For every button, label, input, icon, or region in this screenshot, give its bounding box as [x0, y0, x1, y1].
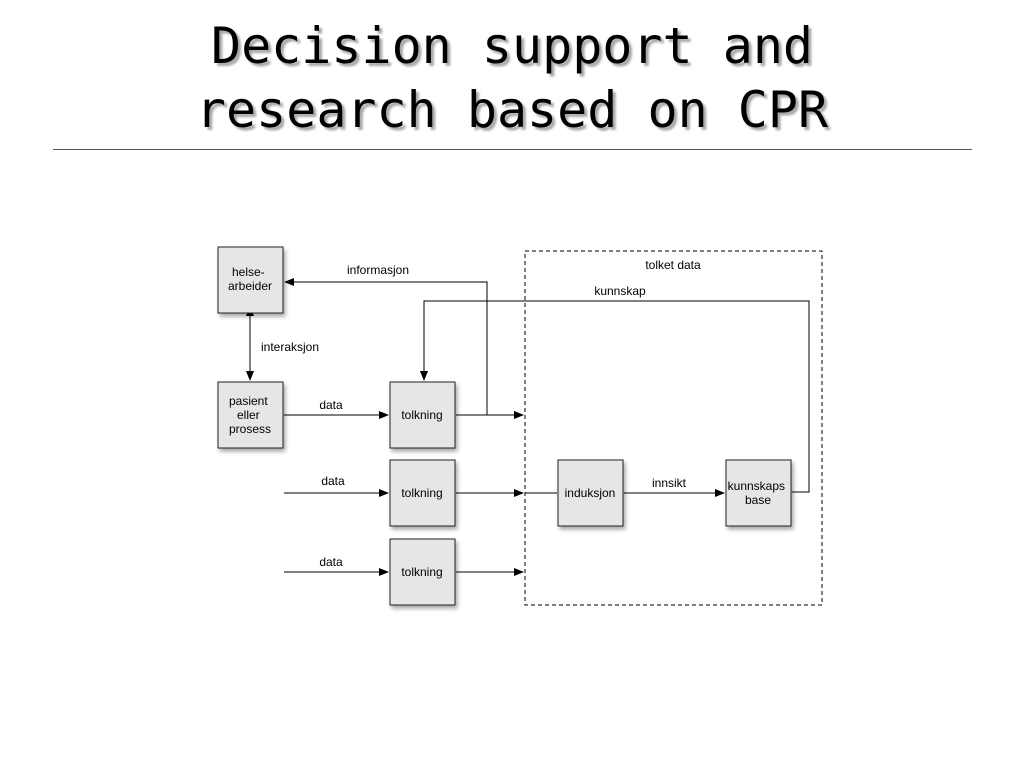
region-label: tolket data — [645, 258, 701, 272]
node-tolkning-2: tolkning — [389, 459, 456, 527]
edge-label-interaksjon: interaksjon — [261, 340, 319, 354]
node-tolkning-1: tolkning — [389, 381, 456, 449]
node-helse-arbeider: helse- arbeider — [217, 246, 284, 314]
edge-label-data-3: data — [319, 555, 343, 569]
node-label-line: eller — [237, 408, 260, 422]
slide-title: Decision support and research based on C… — [0, 14, 1024, 142]
node-induksjon: induksjon — [557, 459, 624, 527]
svg-text:pasient eller pros: pasient eller prosess — [229, 394, 271, 436]
node-kunnskapsbase: kunnskaps base — [725, 459, 792, 527]
node-tolkning-3: tolkning — [389, 538, 456, 606]
edge-label-kunnskap: kunnskap — [594, 284, 646, 298]
node-label-line: pasient — [229, 394, 268, 408]
node-label: induksjon — [565, 486, 616, 500]
edge-label-informasjon: informasjon — [347, 263, 409, 277]
node-label: tolkning — [401, 486, 442, 500]
edge-label-data-1: data — [319, 398, 343, 412]
edge-label-data-2: data — [321, 474, 345, 488]
edge-label-innsikt: innsikt — [652, 476, 687, 490]
node-label-line: helse- — [232, 265, 265, 279]
node-label: tolkning — [401, 408, 442, 422]
title-line-1: Decision support and — [210, 17, 814, 75]
tolket-data-region — [524, 250, 823, 606]
title-line-2: research based on CPR — [195, 81, 829, 139]
node-label-line: arbeider — [228, 279, 272, 293]
title-divider — [53, 149, 972, 150]
node-label-line: prosess — [229, 422, 271, 436]
node-label: tolkning — [401, 565, 442, 579]
node-pasient-eller-prosess: pasient eller prosess — [217, 381, 284, 449]
edge-kunnskap — [420, 300, 810, 493]
svg-text:helse- arbeider: helse- arbeider — [228, 265, 272, 293]
node-label-line: kunnskaps — [728, 479, 785, 493]
svg-text:kunnskaps base: kunnskaps base — [728, 479, 789, 507]
node-label-line: base — [745, 493, 771, 507]
